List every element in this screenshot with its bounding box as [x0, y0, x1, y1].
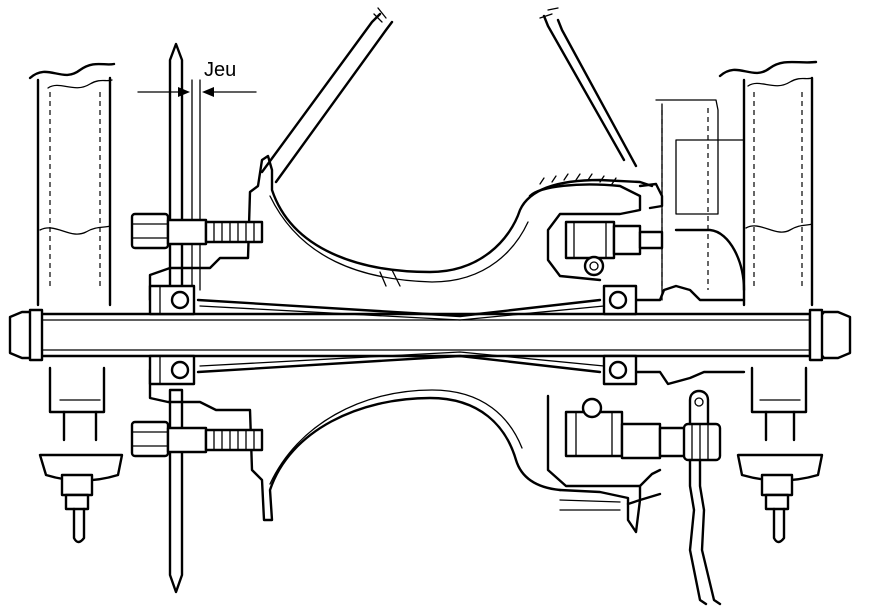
- sensor-assembly-upper: [528, 99, 746, 301]
- disc-bolt-upper: [130, 212, 264, 250]
- bearing-right-lower: [602, 354, 638, 386]
- right-fork-leg: [718, 60, 824, 544]
- spokes: [260, 7, 638, 184]
- bearing-left-upper: [148, 284, 196, 316]
- clearance-indicator: Jeu: [137, 59, 257, 97]
- axle: [8, 308, 852, 362]
- clearance-label: Jeu: [204, 59, 236, 81]
- left-fork-leg: [28, 62, 124, 544]
- disc-bolt-lower: [130, 420, 264, 458]
- bearing-right-upper: [602, 284, 638, 316]
- bearing-left-lower: [148, 354, 196, 386]
- sensor-assembly-lower: [546, 389, 722, 606]
